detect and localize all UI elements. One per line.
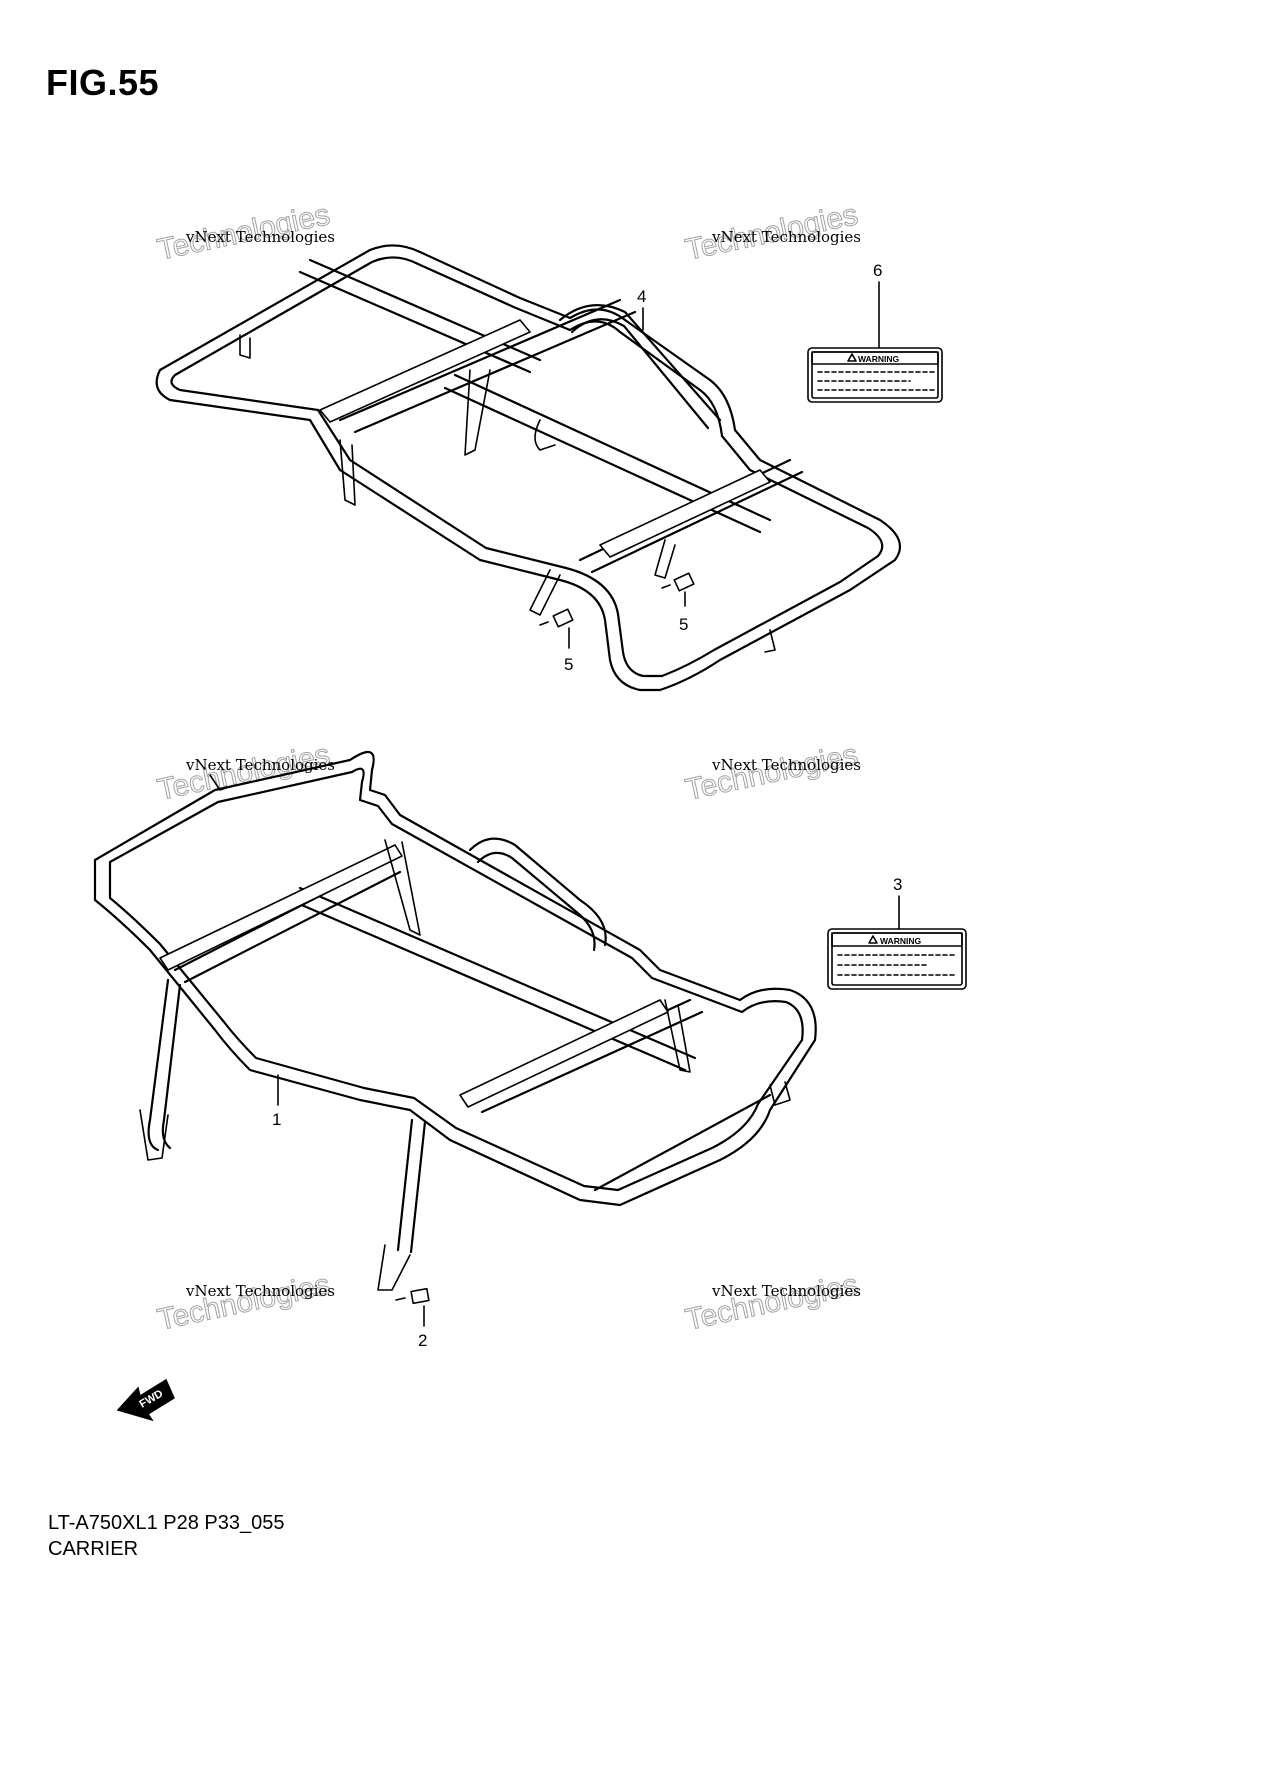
front-carrier-part-1: [93, 750, 817, 1305]
bolt-5-a: [539, 608, 574, 628]
callout-2: 2: [418, 1331, 427, 1350]
svg-text:vNext Technologies: vNext Technologies: [711, 1282, 861, 1300]
warning-label-text-6: WARNING: [858, 354, 899, 364]
fwd-direction-arrow: FWD: [116, 1378, 175, 1422]
model-code: LT-A750XL1 P28 P33_055: [48, 1512, 285, 1534]
watermark-5: Technologies vNext Technologies: [154, 1268, 335, 1338]
callout-1: 1: [272, 1110, 281, 1129]
callout-6: 6: [873, 261, 882, 280]
warning-label-text-3: WARNING: [880, 936, 921, 946]
watermark-1: Technologies vNext Technologies: [154, 198, 335, 268]
callout-4: 4: [637, 287, 646, 306]
rear-carrier-part-4: [155, 244, 902, 692]
watermark-4: Technologies vNext Technologies: [682, 738, 861, 808]
svg-text:vNext Technologies: vNext Technologies: [185, 228, 335, 246]
callout-3: 3: [893, 875, 902, 894]
callout-5a: 5: [564, 655, 573, 674]
watermark-6: Technologies vNext Technologies: [682, 1268, 861, 1338]
watermark-2: Technologies vNext Technologies: [682, 198, 861, 268]
svg-text:vNext Technologies: vNext Technologies: [185, 1282, 335, 1300]
svg-text:vNext Technologies: vNext Technologies: [711, 228, 861, 246]
warning-label-part-3: 3 WARNING: [827, 875, 967, 990]
callout-5b: 5: [679, 615, 688, 634]
svg-text:Technologies: Technologies: [683, 1268, 861, 1337]
section-name: CARRIER: [48, 1538, 139, 1560]
svg-text:vNext Technologies: vNext Technologies: [711, 756, 861, 774]
warning-label-part-6: 6 WARNING: [807, 261, 943, 403]
svg-text:Technologies: Technologies: [155, 1268, 333, 1337]
figure-title: FIG.55: [46, 62, 160, 103]
bolt-2: [395, 1287, 430, 1305]
svg-text:vNext Technologies: vNext Technologies: [185, 756, 335, 774]
bolt-5-b: [661, 572, 695, 592]
